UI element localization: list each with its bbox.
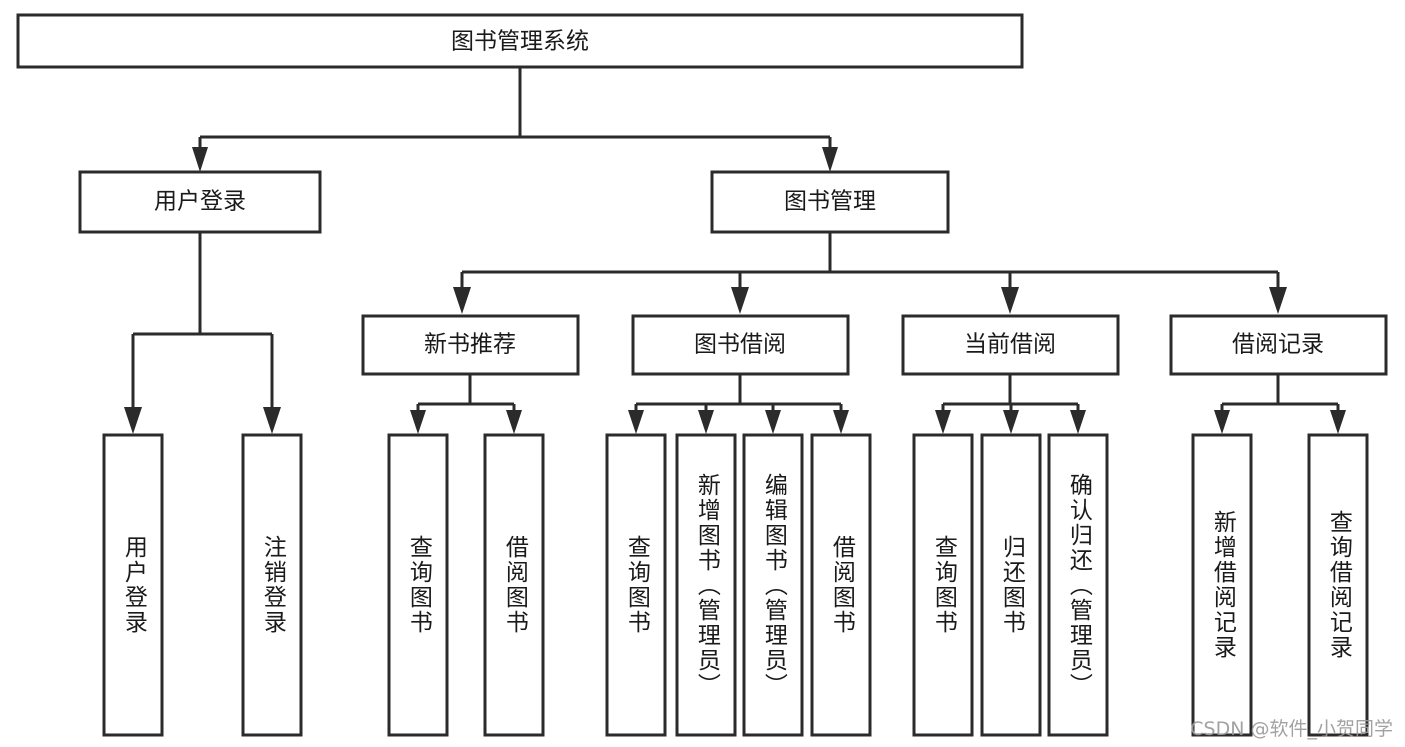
watermark-text: CSDN @软件_小贺同学	[1190, 718, 1393, 740]
connector-userlogin-to-leaves	[124, 232, 281, 434]
leaf-box-add-record[interactable]	[1191, 433, 1253, 737]
node-root-system-label: 图书管理系统	[451, 29, 589, 55]
leaf-box-borrow-book-2[interactable]	[810, 433, 872, 737]
node-book-management[interactable]: 图书管理	[710, 170, 950, 234]
node-book-management-label: 图书管理	[784, 189, 876, 215]
node-user-login[interactable]: 用户登录	[78, 170, 322, 234]
leaf-box-borrow-book-1[interactable]	[483, 433, 545, 737]
connector-bookmgmt-to-level3	[453, 232, 1287, 314]
leaf-box-edit-book[interactable]	[742, 433, 804, 737]
node-new-book-recommend-label: 新书推荐	[424, 332, 516, 358]
node-book-borrow[interactable]: 图书借阅	[631, 314, 850, 376]
leaf-box-user-login[interactable]	[102, 433, 164, 737]
leaf-box-query-book-2[interactable]	[605, 433, 667, 737]
node-book-borrow-label: 图书借阅	[694, 332, 786, 358]
leaf-box-query-record[interactable]	[1307, 433, 1369, 737]
leaf-box-query-book-3[interactable]	[912, 433, 974, 737]
connector-newbook-to-leaves	[410, 374, 522, 434]
connector-root-to-level2	[192, 67, 838, 172]
leaf-box-add-book[interactable]	[675, 433, 737, 737]
leaf-box-logout[interactable]	[241, 433, 303, 737]
leaf-box-return-book[interactable]	[980, 433, 1042, 737]
node-new-book-recommend[interactable]: 新书推荐	[361, 314, 580, 376]
connector-borrowrecord-to-leaves	[1214, 374, 1346, 434]
node-root-system[interactable]: 图书管理系统	[16, 13, 1024, 69]
node-borrow-record-label: 借阅记录	[1232, 332, 1324, 358]
node-borrow-record[interactable]: 借阅记录	[1169, 314, 1388, 376]
node-current-borrow[interactable]: 当前借阅	[901, 314, 1120, 376]
leaf-box-query-book-1[interactable]	[387, 433, 449, 737]
node-user-login-label: 用户登录	[154, 189, 246, 215]
connector-currentborrow-to-leaves	[935, 374, 1086, 434]
node-current-borrow-label: 当前借阅	[964, 332, 1056, 358]
leaf-box-confirm-return[interactable]	[1047, 433, 1109, 737]
connector-bookborrow-to-leaves	[628, 374, 849, 434]
